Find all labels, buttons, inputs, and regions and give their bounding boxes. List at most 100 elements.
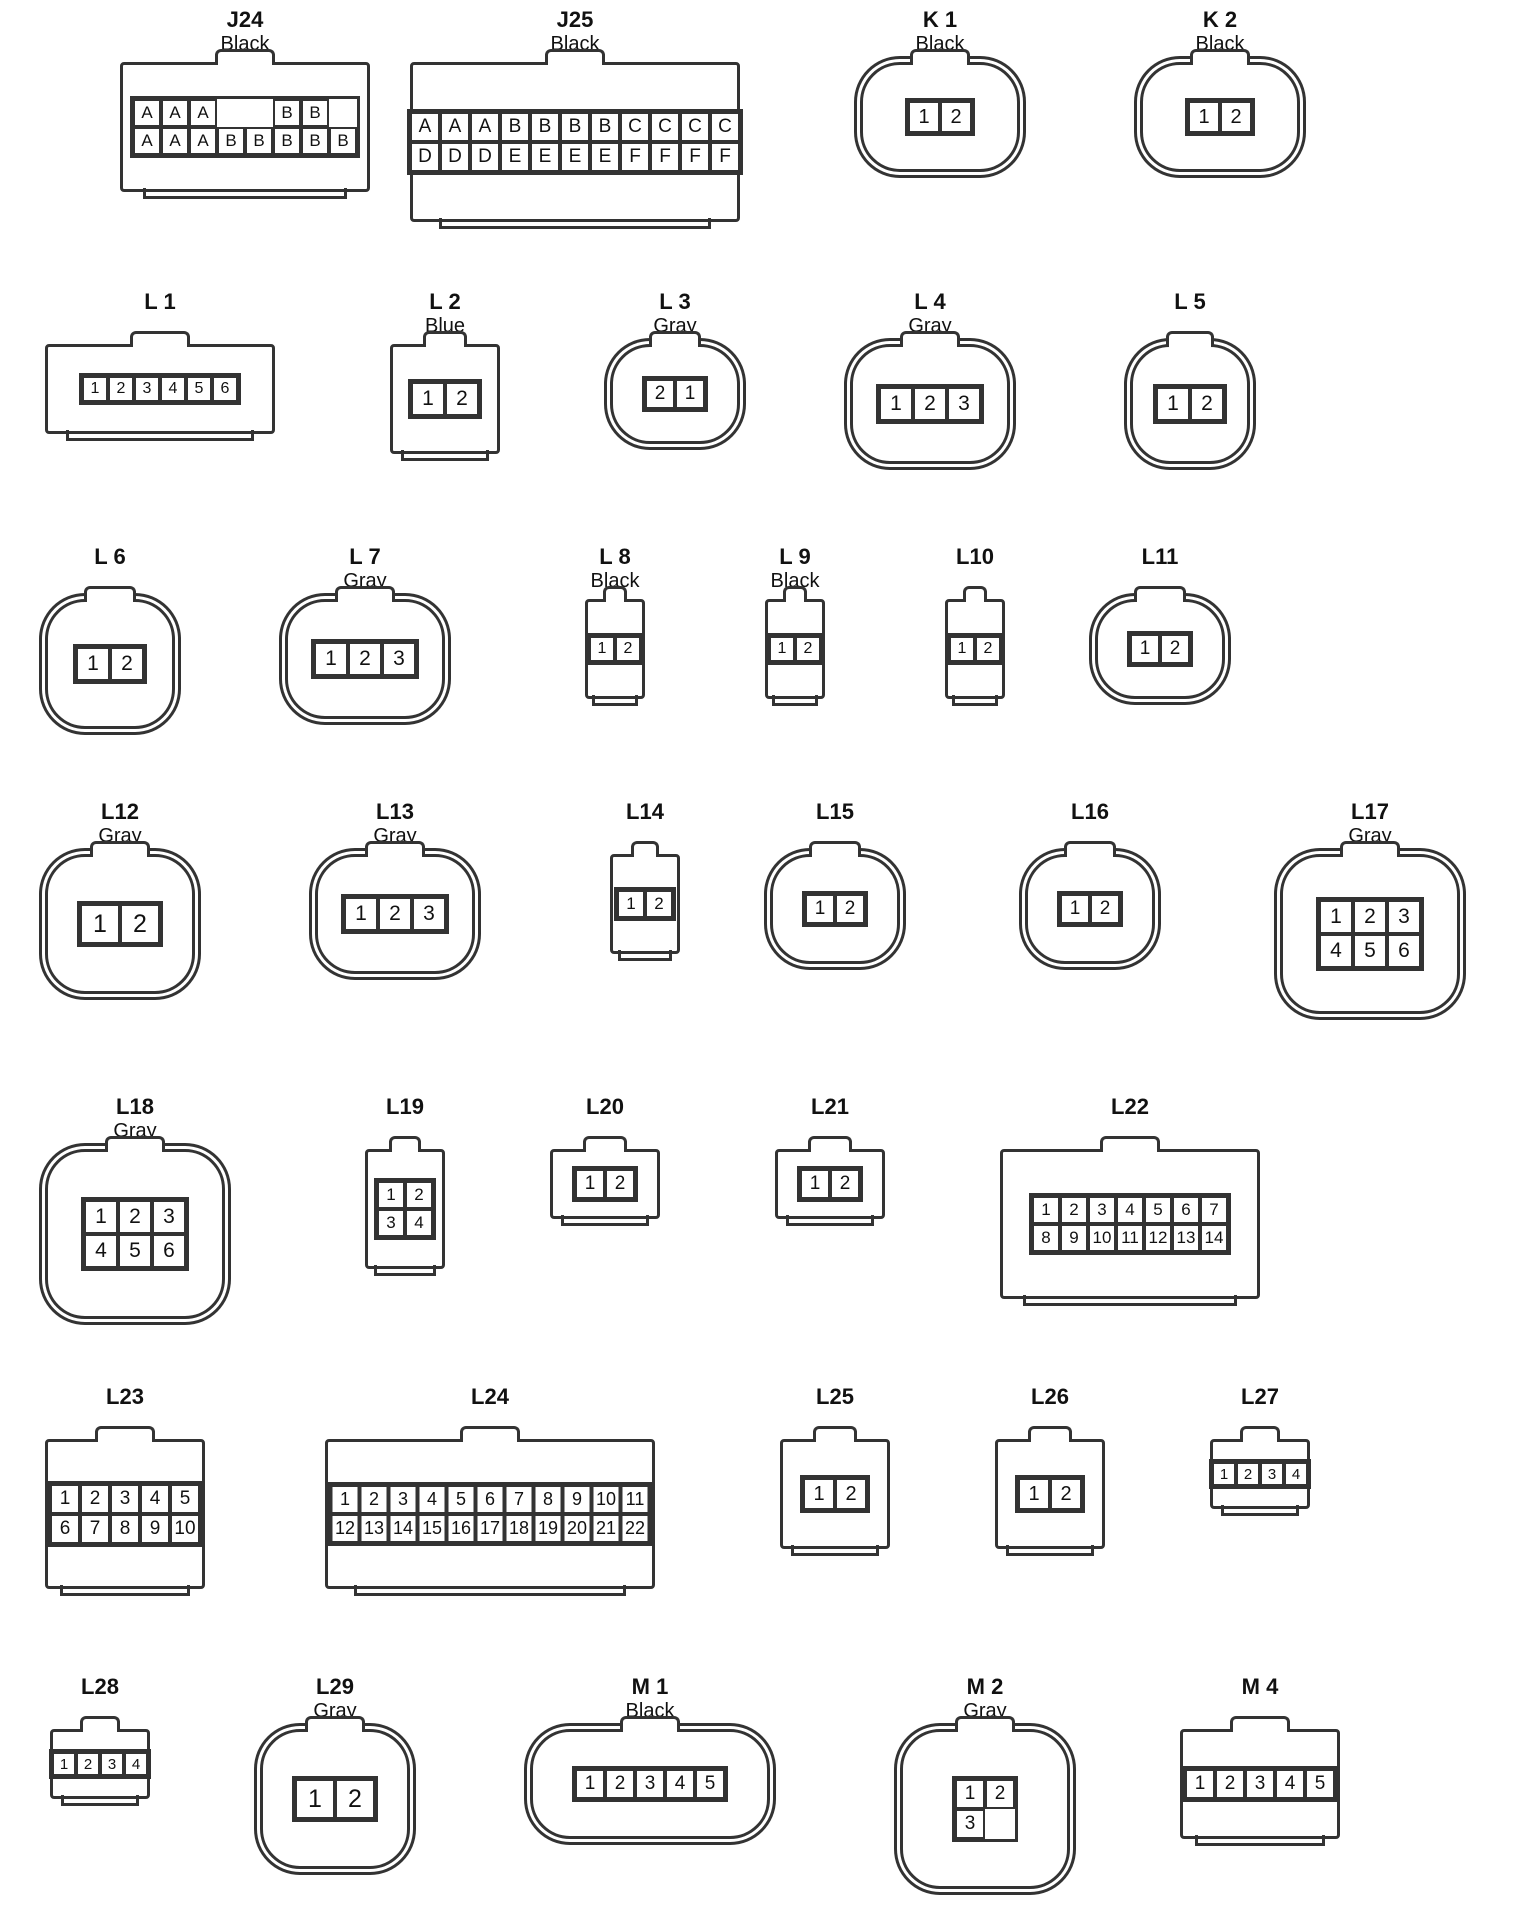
pin-cell: 16 — [446, 1514, 476, 1543]
connector-id: L15 — [816, 799, 854, 824]
latch-tab — [215, 49, 275, 65]
connector-id: L29 — [316, 1674, 354, 1699]
pin-cell: 1 — [84, 1200, 118, 1234]
pin-cell: F — [650, 142, 680, 172]
pin-cell: F — [680, 142, 710, 172]
pin-cell: B — [560, 112, 590, 142]
pin-cell: 5 — [1305, 1769, 1335, 1799]
pin-cell: 1 — [1156, 387, 1190, 421]
pin-cell: D — [470, 142, 500, 172]
connector-id: K 2 — [1202, 7, 1238, 32]
pin-cell: 15 — [417, 1514, 447, 1543]
housing-base — [952, 695, 998, 706]
pin-cell: 1 — [52, 1752, 76, 1776]
pin-cell: 1 — [1060, 894, 1090, 924]
pin-cell: 8 — [533, 1485, 563, 1514]
pin-cell: 1 — [617, 890, 645, 918]
pin-cell: 2 — [110, 647, 144, 681]
pin-cell: 14 — [1200, 1224, 1228, 1252]
pin-cell: E — [560, 142, 590, 172]
pin-cell: 1 — [803, 1478, 835, 1510]
connector-id: L 3 — [659, 289, 691, 314]
pin-cell: F — [620, 142, 650, 172]
connector-id: L17 — [1351, 799, 1389, 824]
pin-cell: F — [710, 142, 740, 172]
pin-cell: 12 — [330, 1514, 360, 1543]
connector-id: L11 — [1141, 544, 1179, 569]
latch-tab — [365, 841, 425, 857]
pin-cell: 11 — [620, 1485, 650, 1514]
pin-cell: B — [273, 99, 301, 127]
pin-cell: 2 — [615, 636, 641, 662]
pin-cell: E — [530, 142, 560, 172]
connector-id: J24 — [226, 7, 264, 32]
housing-base — [353, 1585, 627, 1596]
pin-cell: 2 — [359, 1485, 389, 1514]
pin-cell: 6 — [212, 376, 238, 402]
pin-cell: 1 — [675, 379, 705, 409]
connector-id: L 5 — [1174, 289, 1206, 314]
latch-tab — [1100, 1136, 1160, 1152]
connector-id: L 8 — [599, 544, 631, 569]
pin-cell: 2 — [348, 642, 382, 676]
connector-id: L24 — [471, 1384, 509, 1409]
pin-cell: 18 — [504, 1514, 534, 1543]
pin-cell: 1 — [314, 642, 348, 676]
connector-id: L 7 — [349, 544, 381, 569]
connector-id: L25 — [816, 1384, 854, 1409]
pin-cell: 5 — [118, 1234, 152, 1268]
pin-cell: 5 — [186, 376, 212, 402]
pin-cell: 2 — [605, 1169, 635, 1199]
pin-cell: 2 — [1236, 1462, 1260, 1486]
connector-id: L22 — [1111, 1094, 1149, 1119]
pin-cell: C — [710, 112, 740, 142]
pin-cell: 4 — [1275, 1769, 1305, 1799]
pin-cell: 1 — [949, 636, 975, 662]
pin-cell: 9 — [562, 1485, 592, 1514]
pin-cell: 1 — [344, 897, 378, 931]
pin-cell: 1 — [879, 387, 913, 421]
pin-cell: 6 — [50, 1514, 80, 1544]
pin-cell: A — [133, 99, 161, 127]
housing-base — [65, 430, 255, 441]
pin-cell: 2 — [405, 1181, 433, 1209]
pin-cell: 10 — [170, 1514, 200, 1544]
housing-base — [401, 450, 489, 461]
housing-base — [1220, 1505, 1300, 1516]
pin-cell: 1 — [769, 636, 795, 662]
pin-cell: 17 — [475, 1514, 505, 1543]
pin-cell: 1 — [575, 1169, 605, 1199]
pin-cell: 2 — [1215, 1769, 1245, 1799]
pin-cell: B — [329, 127, 357, 155]
